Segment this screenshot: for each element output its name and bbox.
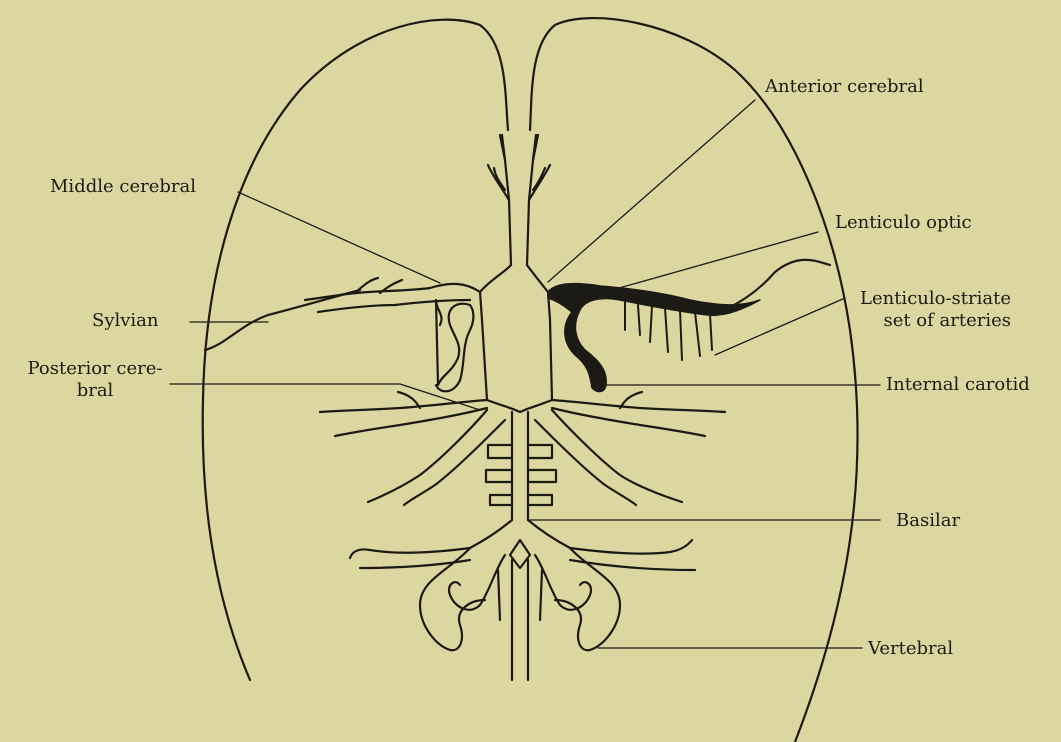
- label-lenticulo-striate-line1: Lenticulo-striate: [860, 288, 1011, 310]
- label-lenticulo-striate: Lenticulo-striate set of arteries: [860, 288, 1011, 332]
- anterior-cerebral-artery: [488, 135, 550, 265]
- label-lenticulo-striate-line2: set of arteries: [860, 310, 1011, 332]
- leader-anterior-cerebral: [548, 100, 755, 282]
- label-internal-carotid: Internal carotid: [886, 374, 1030, 396]
- label-middle-cerebral: Middle cerebral: [50, 176, 196, 198]
- leader-middle-cerebral: [238, 192, 440, 283]
- sylvian-fissure-left: [205, 290, 360, 350]
- label-leader-lines: [170, 100, 880, 648]
- label-vertebral: Vertebral: [868, 638, 953, 660]
- label-posterior-cerebral-line2: bral: [10, 380, 180, 402]
- brain-outline-left: [203, 20, 508, 680]
- internal-carotid-right: [548, 284, 760, 392]
- leader-lenticulo-optic: [612, 232, 818, 290]
- circle-of-willis: [480, 265, 552, 412]
- label-lenticulo-optic: Lenticulo optic: [835, 212, 972, 234]
- label-basilar: Basilar: [896, 510, 960, 532]
- posterior-cerebral-artery-right: [535, 392, 725, 505]
- label-sylvian: Sylvian: [92, 310, 159, 332]
- label-anterior-cerebral: Anterior cerebral: [765, 76, 924, 98]
- basilar-artery: [470, 412, 570, 568]
- label-posterior-cerebral-line1: Posterior cere-: [10, 358, 180, 380]
- label-posterior-cerebral: Posterior cere- bral: [10, 358, 180, 402]
